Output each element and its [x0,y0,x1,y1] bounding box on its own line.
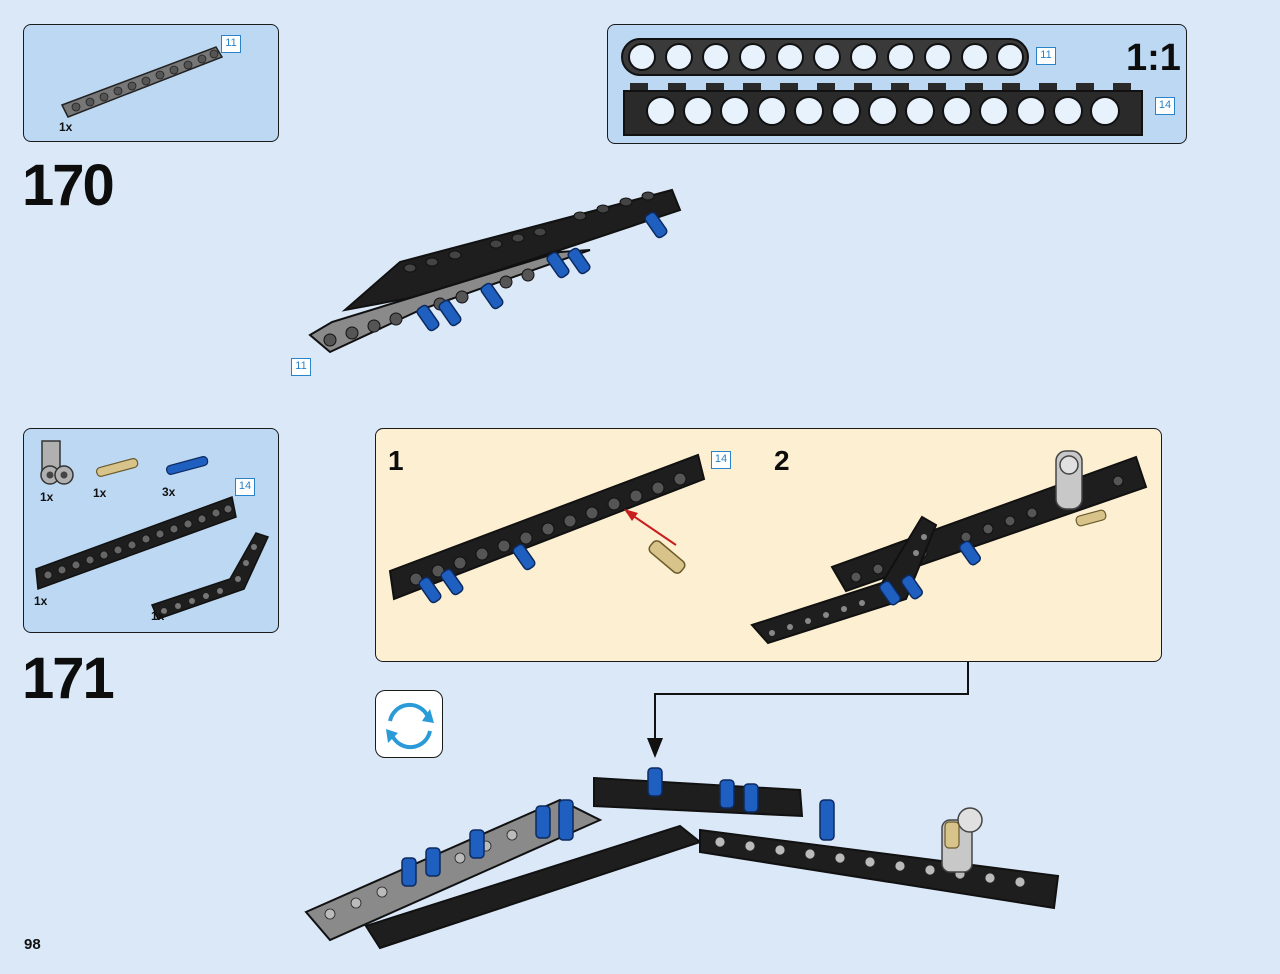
step-number-171: 171 [22,646,115,711]
grey-connector-icon [40,440,74,485]
step-171-parts-panel: 1x 1x 3x 14 1x 1x [23,428,279,633]
model-length-tag-11: 11 [291,358,311,376]
part-qty-beam-14: 1x [34,594,48,608]
substep-number-1: 1 [388,445,404,476]
part-qty-blue-pin: 3x [162,485,176,499]
blue-pin-icon [165,456,209,475]
substep-number-2: 2 [774,445,790,476]
page-number: 98 [24,936,41,953]
scale-beams-illustration [621,38,1143,136]
grey-beam-11-icon [60,46,224,118]
scale-panel: 11 14 1:1 [607,24,1187,144]
part-qty-bent-liftarm: 1x [151,609,165,623]
part-qty-tan-pin: 1x [93,486,107,500]
step-number-170: 170 [22,153,115,218]
rotate-model-icon [375,690,443,758]
tan-pin-icon [95,458,139,477]
scale-tag-14: 14 [1155,97,1175,115]
part-qty-connector: 1x [40,490,54,504]
length-tag-14: 14 [235,478,255,496]
substep-illustration [388,450,1148,645]
substep-length-tag-14: 14 [711,451,731,469]
substep-panel: 1 14 2 [375,428,1162,662]
step-170-parts-panel: 11 1x [23,24,279,142]
scale-tag-11: 11 [1036,47,1056,65]
scale-label: 1:1 [1126,37,1181,79]
part-qty: 1x [59,120,73,134]
length-tag: 11 [221,35,241,53]
step-171-parts-illustration [35,440,270,620]
